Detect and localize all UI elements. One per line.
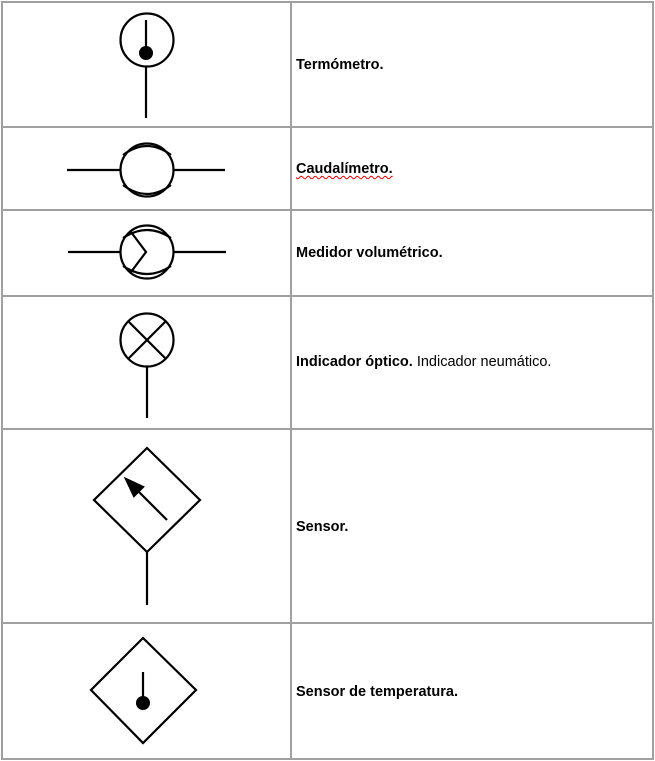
label-title: Medidor volumétrico.: [296, 245, 443, 261]
thermometer-symbol: [119, 12, 175, 118]
row-label-indicador-optico: Indicador óptico. Indicador neumático.: [296, 354, 551, 370]
row-label-caudalimetro: Caudalímetro.: [296, 161, 393, 177]
sensor-symbol: [92, 446, 202, 605]
label-extra: Indicador neumático.: [412, 354, 552, 370]
volumetric-meter-symbol: [68, 224, 226, 280]
label-title: Termómetro.: [296, 57, 384, 73]
label-title: Sensor.: [296, 519, 349, 535]
row-label-medidor-volumetrico: Medidor volumétrico.: [296, 245, 443, 261]
label-title: Caudalímetro.: [296, 161, 393, 177]
label-title: Indicador óptico.: [296, 354, 413, 370]
label-title: Sensor de temperatura.: [296, 684, 458, 700]
row-label-sensor-temperatura: Sensor de temperatura.: [296, 684, 458, 700]
temperature-sensor-symbol: [89, 636, 198, 745]
row-label-sensor: Sensor.: [296, 519, 348, 535]
row-label-termometro: Termómetro.: [296, 57, 384, 73]
flowmeter-symbol: [67, 142, 225, 198]
optical-indicator-symbol: [119, 312, 175, 418]
